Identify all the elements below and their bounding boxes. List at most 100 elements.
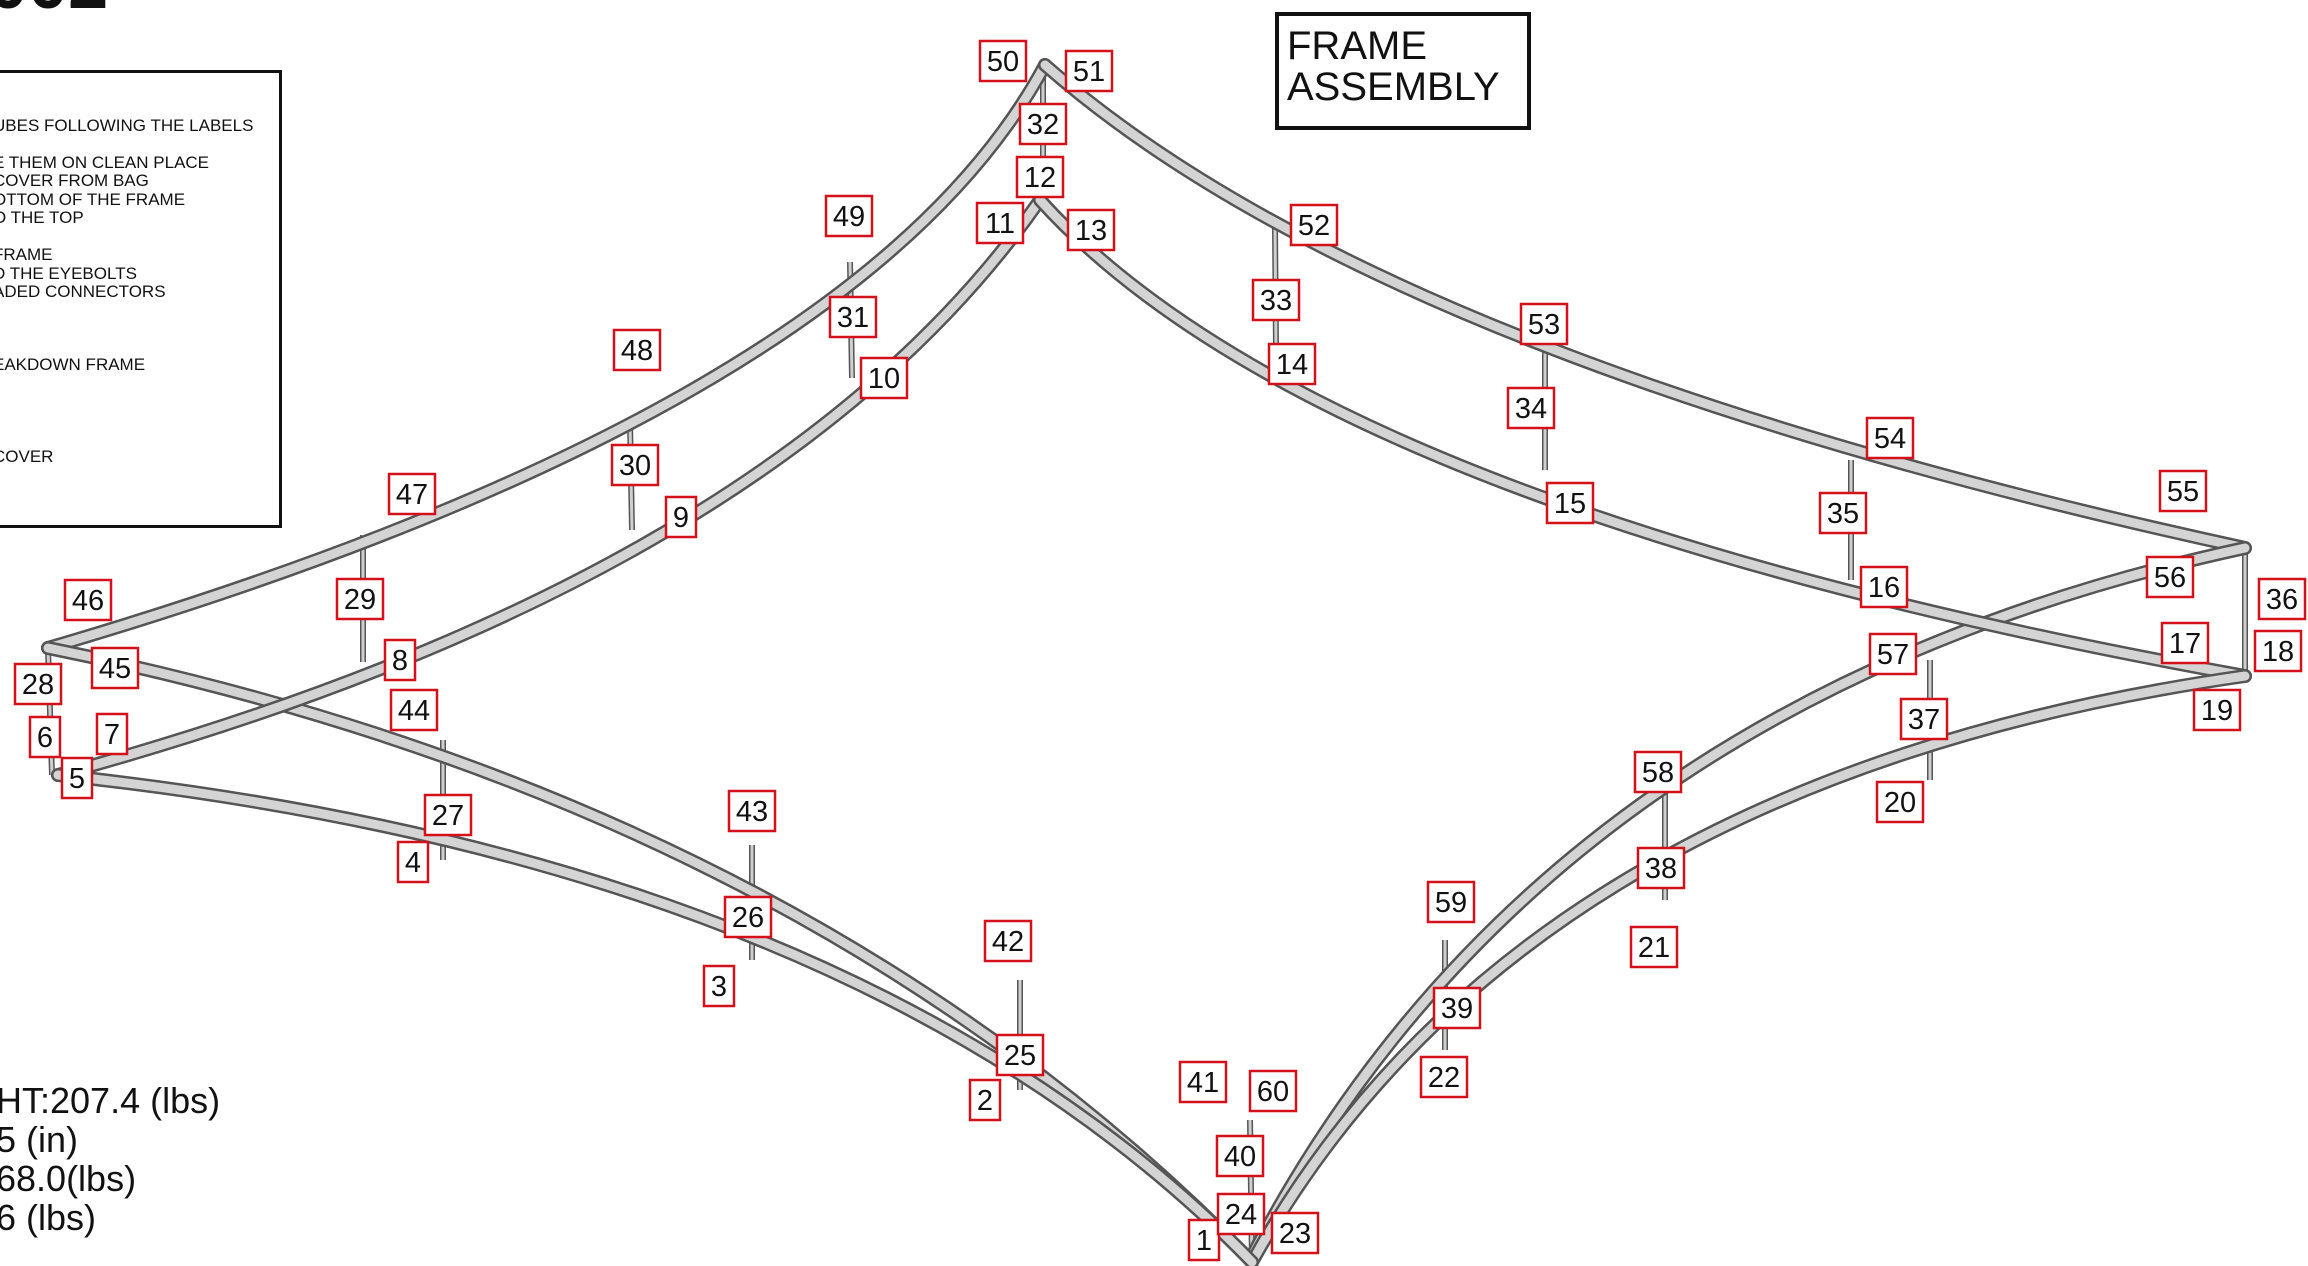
part-label-box <box>1289 203 1339 247</box>
part-label-number: 32 <box>1027 109 1059 141</box>
part-label-26: 26 <box>723 895 773 939</box>
part-label-number: 29 <box>344 584 376 616</box>
part-label-number: 14 <box>1276 349 1308 381</box>
part-label-number: 5 <box>69 763 85 795</box>
part-label-number: 50 <box>987 46 1019 78</box>
part-label-number: 8 <box>392 645 408 677</box>
part-label-number: 11 <box>985 208 1015 240</box>
part-label-45: 45 <box>90 646 140 690</box>
part-label-box <box>1248 1069 1298 1113</box>
part-label-number: 27 <box>432 800 464 832</box>
part-label-number: 55 <box>2167 476 2199 508</box>
part-label-box <box>1426 880 1476 924</box>
part-label-box <box>387 472 437 516</box>
part-label-number: 24 <box>1225 1199 1257 1231</box>
frame-tubes <box>41 58 2252 1266</box>
part-label-box <box>2160 621 2210 665</box>
part-label-44: 44 <box>389 688 439 732</box>
part-label-41: 41 <box>1178 1060 1228 1104</box>
part-label-23: 23 <box>1270 1211 1320 1255</box>
spec-weight-3: 6 (lbs) <box>0 1197 97 1238</box>
instructions-box: UBES FOLLOWING THE LABELS E THEM ON CLEA… <box>0 70 282 528</box>
part-label-number: 57 <box>1877 639 1909 671</box>
instruction-line: D THE EYEBOLTS <box>0 264 137 283</box>
part-label-box <box>1859 565 1909 609</box>
part-label-number: 2 <box>977 1085 993 1117</box>
part-label-25: 25 <box>995 1033 1045 1077</box>
part-label-number: 45 <box>99 653 131 685</box>
part-label-number: 17 <box>2169 628 2201 660</box>
part-label-22: 22 <box>1419 1055 1469 1099</box>
part-label-box <box>1506 386 1556 430</box>
part-label-number: 44 <box>398 695 430 727</box>
part-label-box <box>702 964 736 1008</box>
frame-tube <box>1038 58 2252 555</box>
part-label-box <box>723 895 773 939</box>
frame-tube-highlight <box>43 60 1050 653</box>
part-label-box <box>1066 208 1116 252</box>
part-label-56: 56 <box>2145 555 2195 599</box>
part-label-31: 31 <box>828 295 878 339</box>
part-label-number: 12 <box>1024 162 1056 194</box>
part-label-48: 48 <box>612 328 662 372</box>
part-label-21: 21 <box>1629 925 1679 969</box>
part-label-box <box>1545 481 1595 525</box>
part-label-box <box>1875 780 1925 824</box>
part-label-59: 59 <box>1426 880 1476 924</box>
part-label-49: 49 <box>824 194 874 238</box>
part-label-28: 28 <box>13 662 63 706</box>
part-label-box <box>1064 49 1114 93</box>
part-label-box <box>664 495 698 539</box>
part-label-box <box>1215 1134 1265 1178</box>
frame-tube <box>1243 541 2252 1266</box>
part-label-number: 20 <box>1884 787 1916 819</box>
part-label-34: 34 <box>1506 386 1556 430</box>
part-label-number: 51 <box>1073 56 1105 88</box>
part-label-box <box>1018 102 1068 146</box>
part-label-box <box>978 39 1028 83</box>
instruction-line: FRAME <box>0 245 53 264</box>
part-label-15: 15 <box>1545 481 1595 525</box>
title-line-2: ASSEMBLY <box>1287 65 1500 109</box>
part-label-number: 4 <box>405 847 421 879</box>
part-label-38: 38 <box>1636 846 1686 890</box>
part-label-37: 37 <box>1899 697 1949 741</box>
part-label-43: 43 <box>727 789 777 833</box>
part-label-51: 51 <box>1064 49 1114 93</box>
part-label-55: 55 <box>2158 469 2208 513</box>
part-label-number: 39 <box>1441 993 1473 1025</box>
instruction-line: E THEM ON CLEAN PLACE <box>0 153 210 172</box>
part-label-box <box>1865 416 1915 460</box>
part-label-box <box>28 715 62 759</box>
title-line-1: FRAME <box>1287 24 1427 68</box>
part-label-box <box>1251 278 1301 322</box>
part-label-39: 39 <box>1432 986 1482 1030</box>
part-label-box <box>828 295 878 339</box>
part-label-16: 16 <box>1859 565 1909 609</box>
part-label-number: 25 <box>1004 1040 1036 1072</box>
part-label-number: 54 <box>1874 423 1906 455</box>
instruction-line: ADED CONNECTORS <box>0 282 166 301</box>
part-label-number: 15 <box>1554 488 1586 520</box>
part-label-number: 33 <box>1260 285 1292 317</box>
frame-tube-highlight <box>1040 60 2250 553</box>
part-label-box <box>2253 629 2303 673</box>
part-label-box <box>1519 302 1569 346</box>
part-label-number: 23 <box>1279 1218 1311 1250</box>
part-label-number: 6 <box>37 722 53 754</box>
part-label-box <box>824 194 874 238</box>
frame-tube <box>41 641 1257 1266</box>
part-label-35: 35 <box>1818 491 1868 535</box>
part-label-54: 54 <box>1865 416 1915 460</box>
part-label-box <box>1432 986 1482 1030</box>
part-label-box <box>2145 555 2195 599</box>
part-label-number: 46 <box>72 585 104 617</box>
part-label-number: 35 <box>1827 498 1859 530</box>
part-label-number: 3 <box>711 971 727 1003</box>
frame-tube <box>1033 193 2252 683</box>
part-label-17: 17 <box>2160 621 2210 665</box>
part-label-20: 20 <box>1875 780 1925 824</box>
part-label-box <box>383 638 417 682</box>
part-label-box <box>859 356 909 400</box>
